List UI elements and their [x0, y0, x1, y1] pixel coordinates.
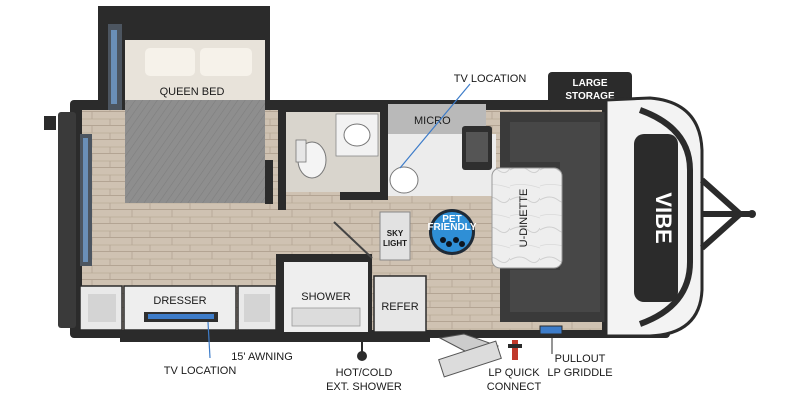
- tv-leader-top: [399, 83, 471, 169]
- bath-sink: [343, 123, 371, 147]
- pillow-left: [145, 48, 195, 76]
- skylight-label-1: SKY: [387, 229, 404, 238]
- griddle-label-2: LP GRIDDLE: [547, 367, 612, 379]
- lp-connect-valve: [508, 344, 522, 348]
- right-wardrobe-inner: [244, 294, 270, 322]
- shower-label: SHOWER: [301, 291, 351, 303]
- partition-mid: [342, 192, 382, 198]
- tv-screen: [466, 132, 488, 162]
- bath-wall-top: [284, 104, 380, 112]
- ext-shower-icon: [357, 351, 367, 361]
- griddle-label-1: PULLOUT: [555, 353, 606, 365]
- lp-connect-label-1: LP QUICK: [488, 367, 540, 379]
- paw-print-icon: [440, 237, 465, 247]
- partition-bed: [265, 160, 273, 204]
- left-wardrobe-inner: [88, 294, 116, 322]
- kitchen-sink: [389, 166, 419, 194]
- entry-step: [438, 340, 502, 378]
- bath-wall-right: [380, 110, 388, 192]
- entry-wall: [432, 330, 504, 338]
- u-dinette-label: U-DINETTE: [518, 189, 530, 248]
- rear-window-glass: [83, 138, 88, 262]
- pet-label-2: FRIENDLY: [427, 222, 476, 233]
- front-window: [634, 134, 678, 302]
- brand-label: VIBE: [651, 192, 676, 243]
- micro-label: MICRO: [414, 115, 451, 127]
- awning-label: 15' AWNING: [231, 351, 293, 363]
- tv-location-bottom-label: TV LOCATION: [164, 365, 237, 377]
- toilet-tank: [295, 139, 307, 163]
- shower-door: [333, 221, 373, 259]
- refer: [373, 275, 427, 333]
- pillow-right: [200, 48, 252, 76]
- bed-slide-window-glass: [111, 30, 117, 104]
- queen-bed-label: QUEEN BED: [160, 86, 225, 98]
- dresser-label: DRESSER: [153, 295, 206, 307]
- skylight-label-2: LIGHT: [383, 239, 407, 248]
- refer-label: REFER: [381, 301, 418, 313]
- front-cap-stripe: [638, 107, 693, 327]
- ext-shower-label-1: HOT/COLD: [336, 367, 393, 379]
- shower-tray: [291, 307, 361, 327]
- pet-label-1: PET: [442, 214, 461, 225]
- ext-shower-label-2: EXT. SHOWER: [326, 381, 402, 393]
- dresser: [123, 285, 237, 331]
- dinette-table: [491, 167, 563, 269]
- bath-wall-left: [278, 110, 286, 210]
- tv-leader-bottom: [207, 321, 211, 359]
- lp-connect-label-2: CONNECT: [487, 381, 542, 393]
- tv-location-top-label: TV LOCATION: [454, 73, 527, 85]
- griddle-icon: [539, 325, 563, 335]
- large-storage-label-2: STORAGE: [565, 91, 615, 102]
- lp-connect-icon: [512, 340, 518, 360]
- hitch-coupler: [748, 210, 756, 218]
- tv-bottom-screen: [148, 314, 214, 319]
- rear-light: [44, 116, 56, 130]
- large-storage-label-1: LARGE: [573, 78, 608, 89]
- skylight: [379, 211, 411, 261]
- dinette-front: [510, 270, 600, 312]
- rear-cap: [58, 112, 76, 328]
